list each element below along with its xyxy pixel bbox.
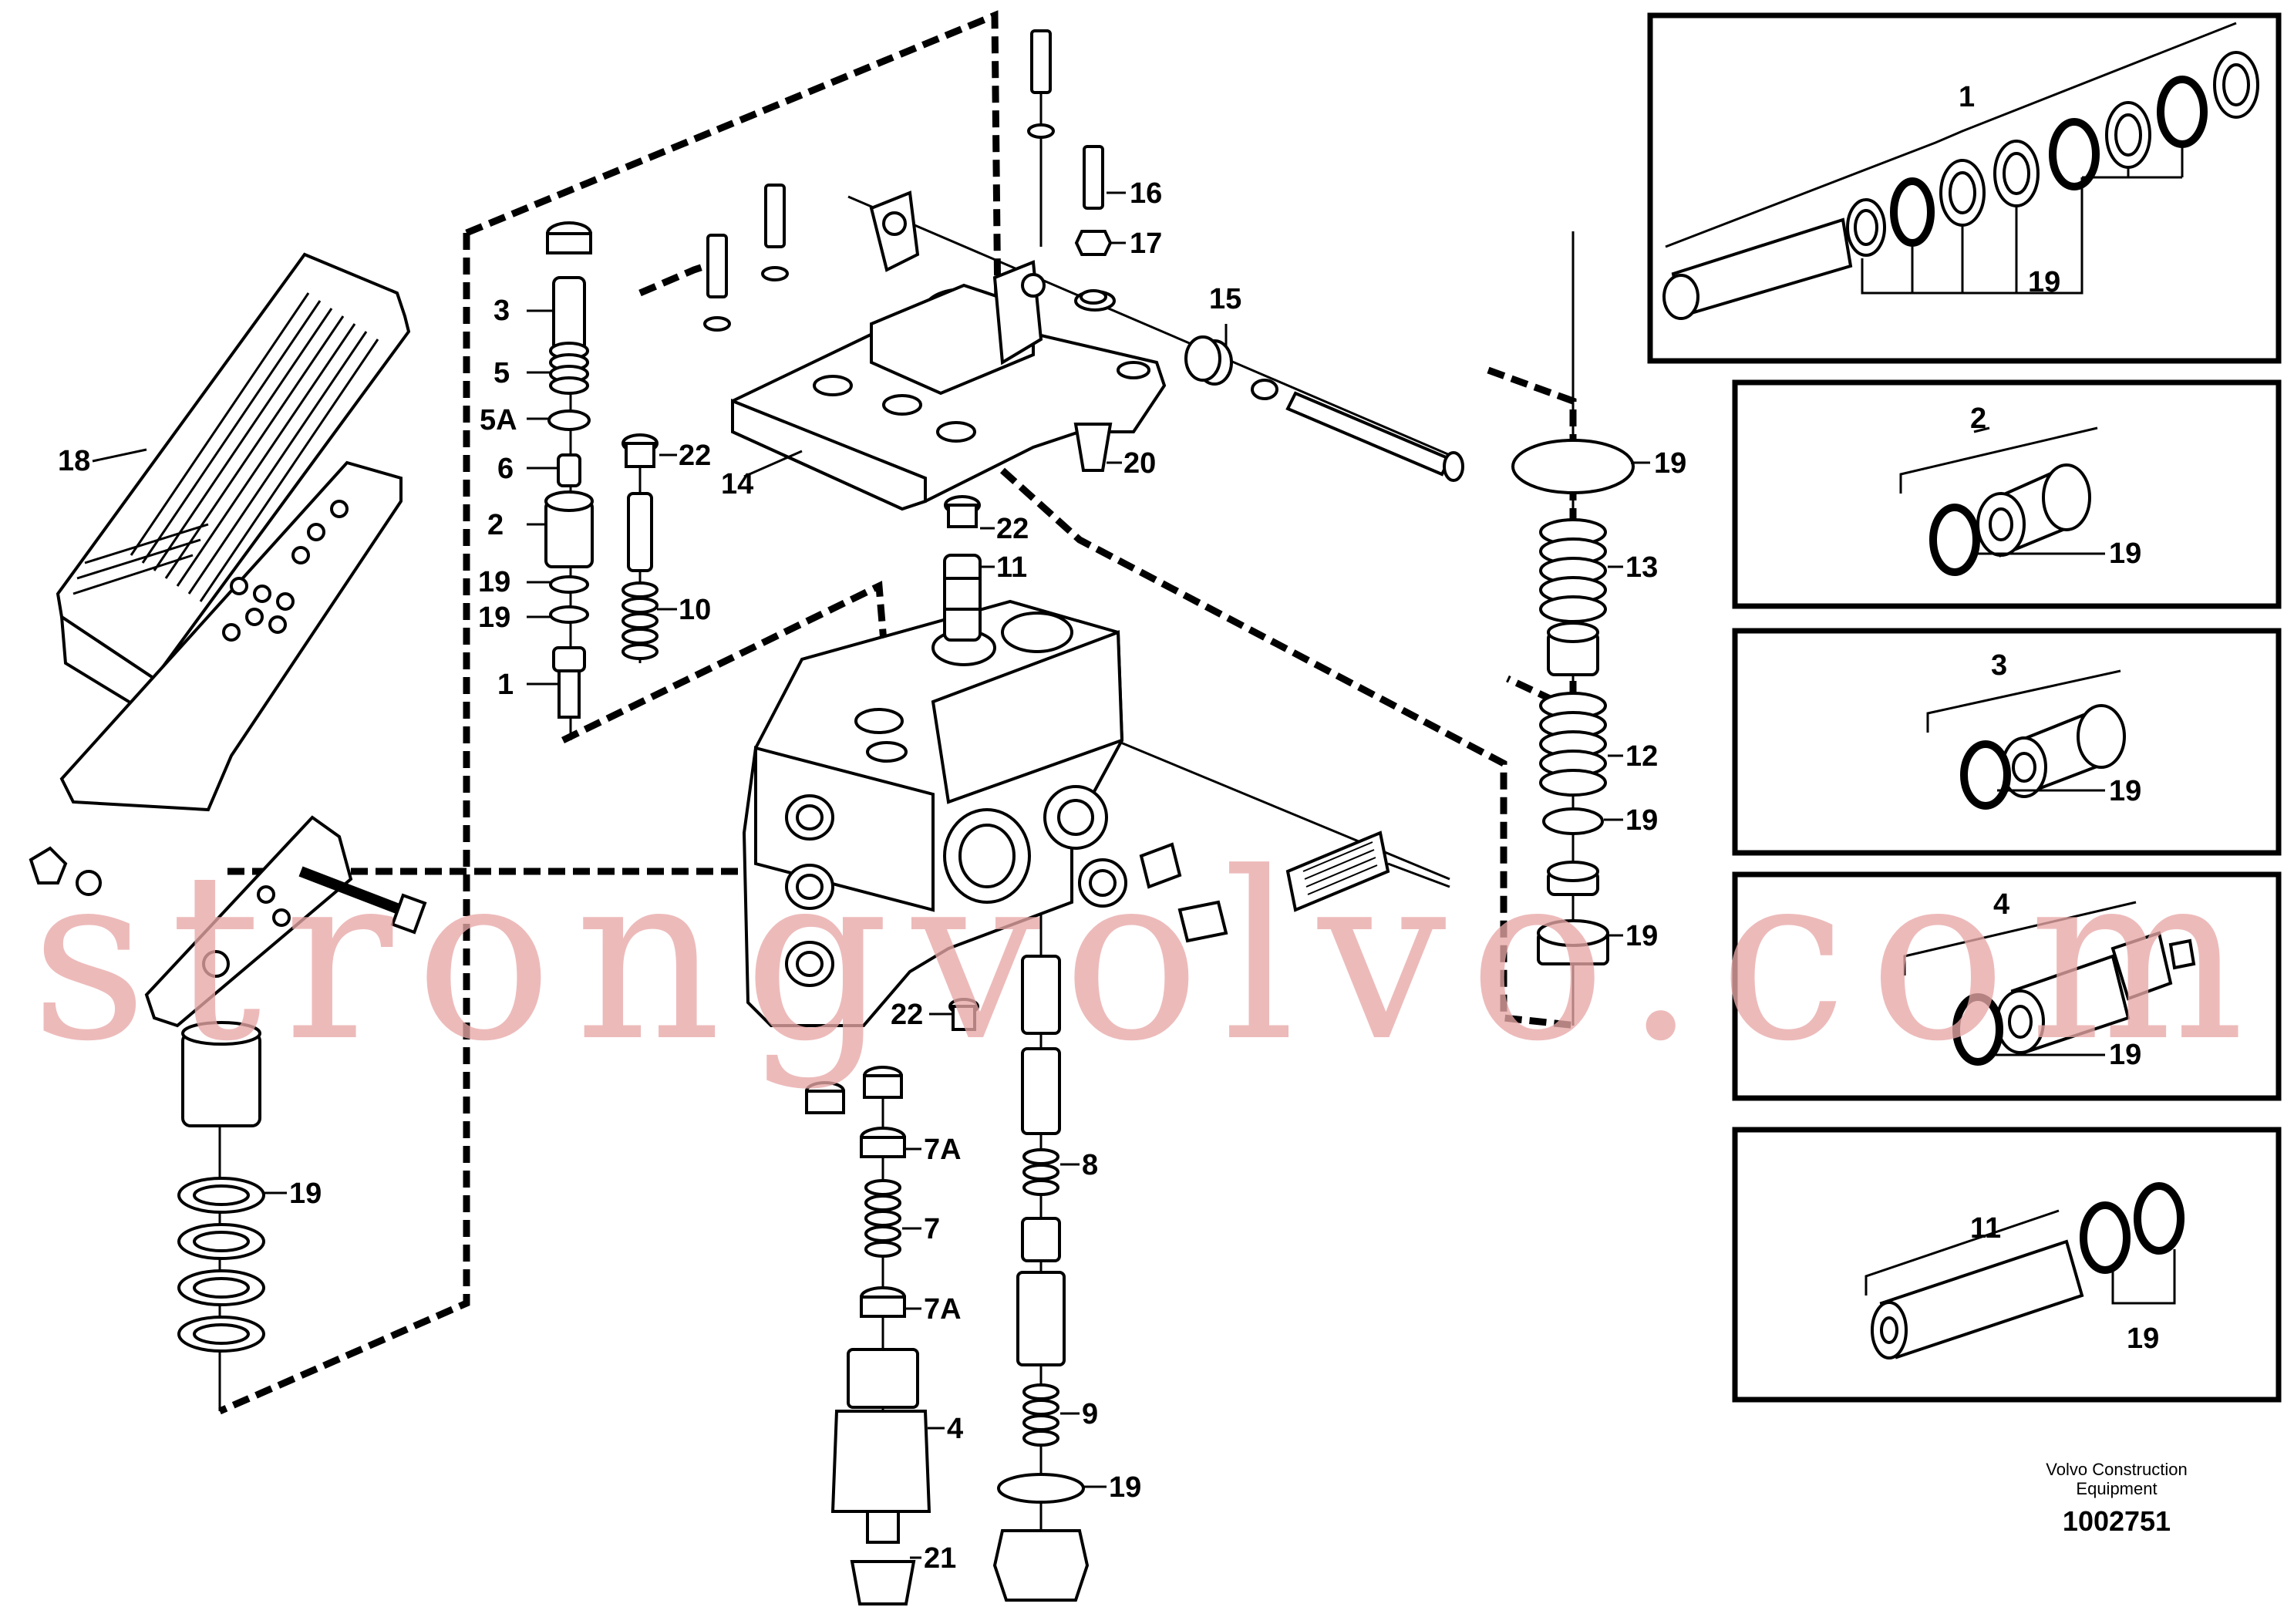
label-plate xyxy=(1285,831,1390,912)
inset-1-contents xyxy=(1662,51,2259,320)
lower-right-stack xyxy=(992,955,1090,1602)
valve-body xyxy=(742,599,1450,1027)
inset-4-frame xyxy=(1732,871,2282,1101)
callout-20: 20 xyxy=(1123,447,1156,480)
cover-plate xyxy=(731,190,1167,511)
left-spool-stack xyxy=(544,221,594,719)
inset-3-label: 3 xyxy=(1991,649,2007,682)
spring-13 xyxy=(1539,518,1607,623)
leader-lines xyxy=(92,191,1650,1559)
callout-19-left-b: 19 xyxy=(478,601,510,634)
callouts: 3 5 5A 6 2 19 19 1 22 10 22 11 14 18 16 … xyxy=(58,177,1686,1575)
inset-3-contents xyxy=(1926,669,2126,810)
callout-14: 14 xyxy=(721,468,753,500)
callout-5a: 5A xyxy=(480,404,517,436)
maker-name-line2: Equipment xyxy=(2076,1479,2157,1498)
inset-11-seal-label: 19 xyxy=(2127,1322,2159,1355)
dashed-assembly-lines xyxy=(218,10,1578,1415)
middle-left-stack xyxy=(622,433,659,660)
inset-2-frame xyxy=(1732,379,2282,609)
lower-left-stack xyxy=(805,998,979,1605)
callout-19-bottom-mid: 19 xyxy=(1109,1471,1141,1504)
callout-5: 5 xyxy=(493,357,510,389)
watermark-text: strongvolvo.com xyxy=(31,823,2267,1092)
callout-22-mid: 22 xyxy=(996,513,1029,545)
inset-panels xyxy=(1647,12,2282,1403)
spring-7 xyxy=(864,1179,901,1258)
callout-19-bottom-left: 19 xyxy=(289,1178,322,1210)
inset-1-leaders xyxy=(1665,22,2237,295)
pin-assembly xyxy=(1184,335,1464,482)
maker-name-line1: Volvo Construction xyxy=(2046,1460,2187,1479)
callout-7: 7 xyxy=(924,1213,940,1245)
callout-17: 17 xyxy=(1130,227,1162,260)
callout-11: 11 xyxy=(996,551,1027,584)
label-plate-lines xyxy=(1302,841,1378,895)
inset-11-frame xyxy=(1732,1127,2282,1403)
pedal-washers xyxy=(177,1177,265,1353)
inset-3-frame xyxy=(1732,628,2282,856)
pedal-holes xyxy=(202,500,349,978)
inset-1-seal-label: 19 xyxy=(2028,266,2060,298)
right-spring-stack xyxy=(1511,439,1635,965)
spring-5 xyxy=(549,342,589,395)
drawing-footer: Volvo Construction Equipment 1002751 xyxy=(2046,1460,2187,1537)
callout-13: 13 xyxy=(1625,551,1658,584)
callout-12: 12 xyxy=(1625,740,1658,773)
spring-12 xyxy=(1539,692,1607,797)
callout-9: 9 xyxy=(1082,1398,1098,1430)
callout-19-right-mid: 19 xyxy=(1625,804,1658,837)
spring-9 xyxy=(1022,1383,1059,1447)
inset-1-label: 1 xyxy=(1959,81,1975,113)
inset-11-contents xyxy=(1865,1182,2185,1360)
callout-10: 10 xyxy=(679,594,711,626)
spring-10 xyxy=(622,581,659,660)
inset-4-label: 4 xyxy=(1993,888,2009,921)
pedal-assembly xyxy=(29,252,427,1353)
callout-8: 8 xyxy=(1082,1149,1098,1181)
callout-15: 15 xyxy=(1209,283,1241,315)
callout-19-left-a: 19 xyxy=(478,566,510,598)
inset-4-contents xyxy=(1903,901,2196,1066)
callout-22-top: 22 xyxy=(679,440,711,472)
drawing-number: 1002751 xyxy=(2063,1505,2171,1537)
pedal-tread-lines xyxy=(72,292,379,602)
screws-top xyxy=(703,29,1113,472)
pedal-arm xyxy=(144,815,353,1028)
callout-6: 6 xyxy=(497,453,514,485)
inset-11-label: 11 xyxy=(1970,1212,2001,1245)
callout-18: 18 xyxy=(58,445,90,477)
inset-4-seal-label: 19 xyxy=(2109,1039,2141,1071)
callout-22-low: 22 xyxy=(891,999,923,1031)
callout-21: 21 xyxy=(924,1542,956,1575)
callout-7a-bottom: 7A xyxy=(924,1293,962,1326)
callout-2: 2 xyxy=(487,509,504,541)
inset-1-frame xyxy=(1647,12,2282,364)
pedal-bolt xyxy=(29,846,427,935)
inset-2-contents xyxy=(1899,426,2105,576)
inset-2-seal-label: 19 xyxy=(2109,537,2141,570)
inset-2-label: 2 xyxy=(1970,403,1986,435)
callout-19-right-top: 19 xyxy=(1654,447,1686,480)
center-spool xyxy=(943,495,982,642)
callout-16: 16 xyxy=(1130,177,1162,210)
spring-8 xyxy=(1022,1148,1059,1196)
callout-4: 4 xyxy=(947,1413,963,1445)
callout-19-right-bottom: 19 xyxy=(1625,920,1658,952)
callout-1: 1 xyxy=(497,669,514,701)
inset-3-seal-label: 19 xyxy=(2109,775,2141,807)
callout-7a-top: 7A xyxy=(924,1134,962,1166)
callout-3: 3 xyxy=(493,295,510,327)
